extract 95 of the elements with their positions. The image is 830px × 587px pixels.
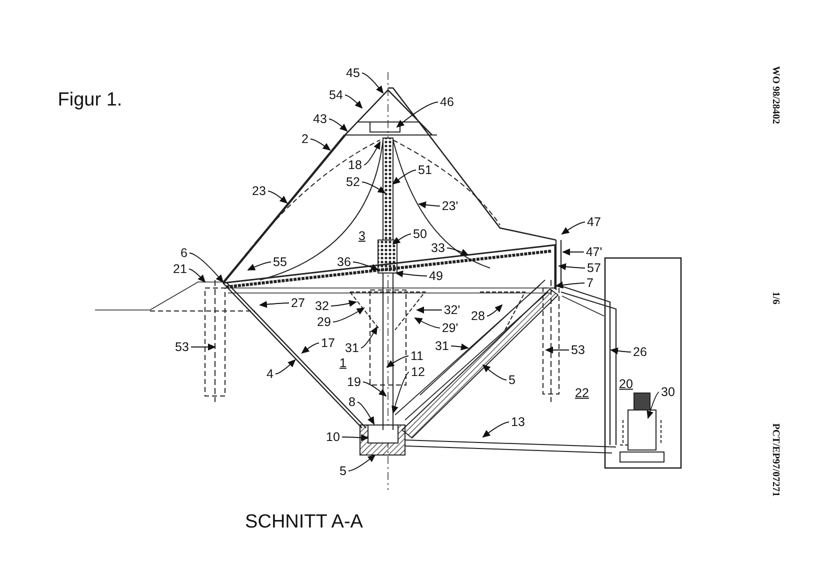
callout-number: 30 [661, 386, 675, 398]
leader-line [482, 422, 510, 438]
leader-line [332, 307, 365, 322]
callout-number: 50 [413, 228, 427, 240]
part-number: 22 [575, 386, 589, 400]
leader-line [362, 182, 386, 194]
part-number: 20 [619, 378, 633, 390]
leader-line [558, 263, 586, 270]
leader-line [348, 454, 376, 472]
callout-number: 2 [302, 132, 308, 146]
leader-line [396, 102, 438, 128]
leader-line [418, 201, 440, 208]
leader-line [364, 141, 380, 166]
leader-line [247, 262, 272, 270]
leader-line [259, 300, 290, 308]
callout-number: 5 [340, 464, 346, 478]
leader-line [392, 234, 412, 245]
leader-line [416, 306, 442, 314]
leader-line [555, 282, 585, 288]
leader-line [328, 118, 348, 132]
leader-line [386, 356, 409, 368]
leader-line [189, 252, 224, 283]
leader-line [610, 347, 632, 354]
callout-number: 53 [571, 344, 585, 356]
leader-line [562, 248, 584, 256]
callout-number: 33 [431, 242, 445, 254]
part-number: 3 [358, 230, 366, 242]
callout-number: 29' [442, 322, 458, 334]
leader-line [188, 268, 206, 283]
leader-line [268, 190, 288, 204]
leader-line [482, 364, 507, 380]
callout-number: 26 [633, 346, 647, 358]
callout-number: 23' [442, 200, 458, 212]
leader-line [561, 222, 586, 235]
leader-line [357, 402, 374, 425]
callout-number: 18 [348, 158, 362, 172]
leader-line [310, 138, 331, 151]
leader-line [275, 359, 296, 374]
callout-number: 10 [326, 430, 340, 444]
callout-number: 4 [266, 368, 274, 380]
sheet-number: 1/6 [770, 292, 780, 304]
callout-number: 12 [411, 366, 425, 378]
leader-line [352, 262, 379, 270]
callout-number: 19 [347, 376, 361, 388]
leader-line [446, 248, 469, 256]
document-number: WO 98/28402 [770, 66, 780, 124]
leader-line [414, 318, 440, 328]
callout-number: 7 [586, 276, 594, 290]
callout-number: 54 [329, 88, 343, 102]
callout-number: 31 [435, 340, 449, 352]
document-number: PCT/EP97/07271 [770, 423, 780, 497]
callout-number: 47' [586, 246, 602, 258]
leader-line [362, 72, 384, 94]
callout-number: 8 [348, 396, 356, 408]
part-number: 1 [340, 356, 346, 370]
callout-number: 49 [429, 270, 443, 282]
leader-line [392, 170, 416, 185]
callout-number: 11 [410, 350, 424, 362]
leader-line [646, 392, 660, 419]
callout-number: 32 [315, 300, 329, 312]
leader-line [392, 372, 410, 414]
leader-line [450, 343, 469, 350]
leader-line [395, 270, 428, 278]
leader-line [342, 434, 369, 442]
callout-number: 51 [418, 164, 432, 176]
figure-title: Figur 1. [58, 90, 122, 110]
callout-number: 17 [321, 336, 335, 350]
callout-number: 32' [444, 304, 460, 316]
callout-number: 13 [511, 416, 525, 428]
leader-line [362, 382, 387, 397]
callout-number: 36 [337, 256, 351, 268]
callout-number: 27 [291, 296, 305, 310]
callout-number: 31 [345, 342, 359, 354]
callout-number: 57 [587, 262, 601, 274]
leader-line [190, 344, 216, 350]
callout-number: 53 [175, 340, 189, 354]
callout-number: 45 [346, 66, 360, 80]
leader-line [360, 326, 378, 348]
callout-number: 43 [313, 112, 327, 126]
leader-line [330, 300, 357, 307]
callout-number: 52 [346, 176, 360, 188]
leader-line [301, 342, 320, 354]
section-caption: SCHNITT A-A [245, 512, 363, 532]
callout-number: 6 [180, 246, 188, 260]
leader-line [344, 94, 363, 109]
callout-number: 21 [173, 262, 187, 276]
callout-number: 5 [508, 374, 516, 386]
callout-number: 29 [317, 316, 331, 328]
leader-line [545, 346, 570, 354]
callout-number: 47 [587, 216, 601, 228]
callout-number: 55 [273, 256, 287, 268]
callout-number: 23 [252, 184, 266, 198]
leader-line [486, 304, 503, 316]
callout-number: 28 [471, 310, 485, 322]
callout-number: 46 [440, 96, 454, 108]
